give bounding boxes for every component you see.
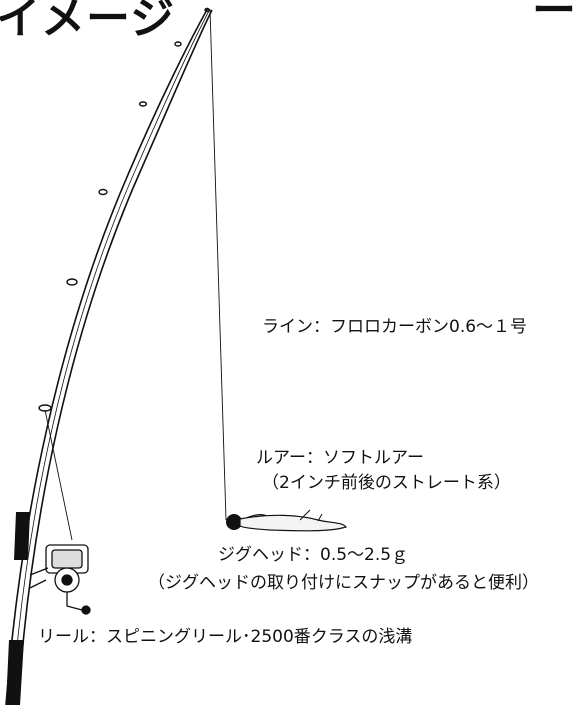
line-label: ライン：フロロカーボン0.6～１号 [262,317,528,337]
rod-guide [174,41,182,47]
fishing-line [209,8,227,521]
reel-label: リール：スピニングリール･2500番クラスの浅溝 [38,627,413,647]
spinning-reel [29,544,91,615]
rod-guide [138,101,148,107]
rod-guide [66,278,78,286]
reel-line [44,409,73,541]
jighead [226,514,242,530]
rod-grip-upper [14,512,30,560]
soft-lure [239,514,348,532]
lure-label: ルアー：ソフトルアー [256,448,424,468]
rod-guide [204,7,210,13]
diagram-title: イメージ [0,0,176,44]
jighead-note-label: （ジグヘッドの取り付けにスナップがあると便利） [148,573,539,593]
title-fragment-right: ー [532,0,576,36]
jighead-lure [226,509,348,532]
rod-outline-right [17,9,213,706]
rod-taper-line [11,8,211,706]
lure-note-label: （2インチ前後のストレート系） [262,473,511,493]
jighead-label: ジグヘッド：0.5～2.5ｇ [218,545,409,565]
rod-guides [38,7,210,412]
rod-outline-left [5,7,209,706]
rod-grip-lower [6,640,24,705]
rod-guide [98,188,108,196]
